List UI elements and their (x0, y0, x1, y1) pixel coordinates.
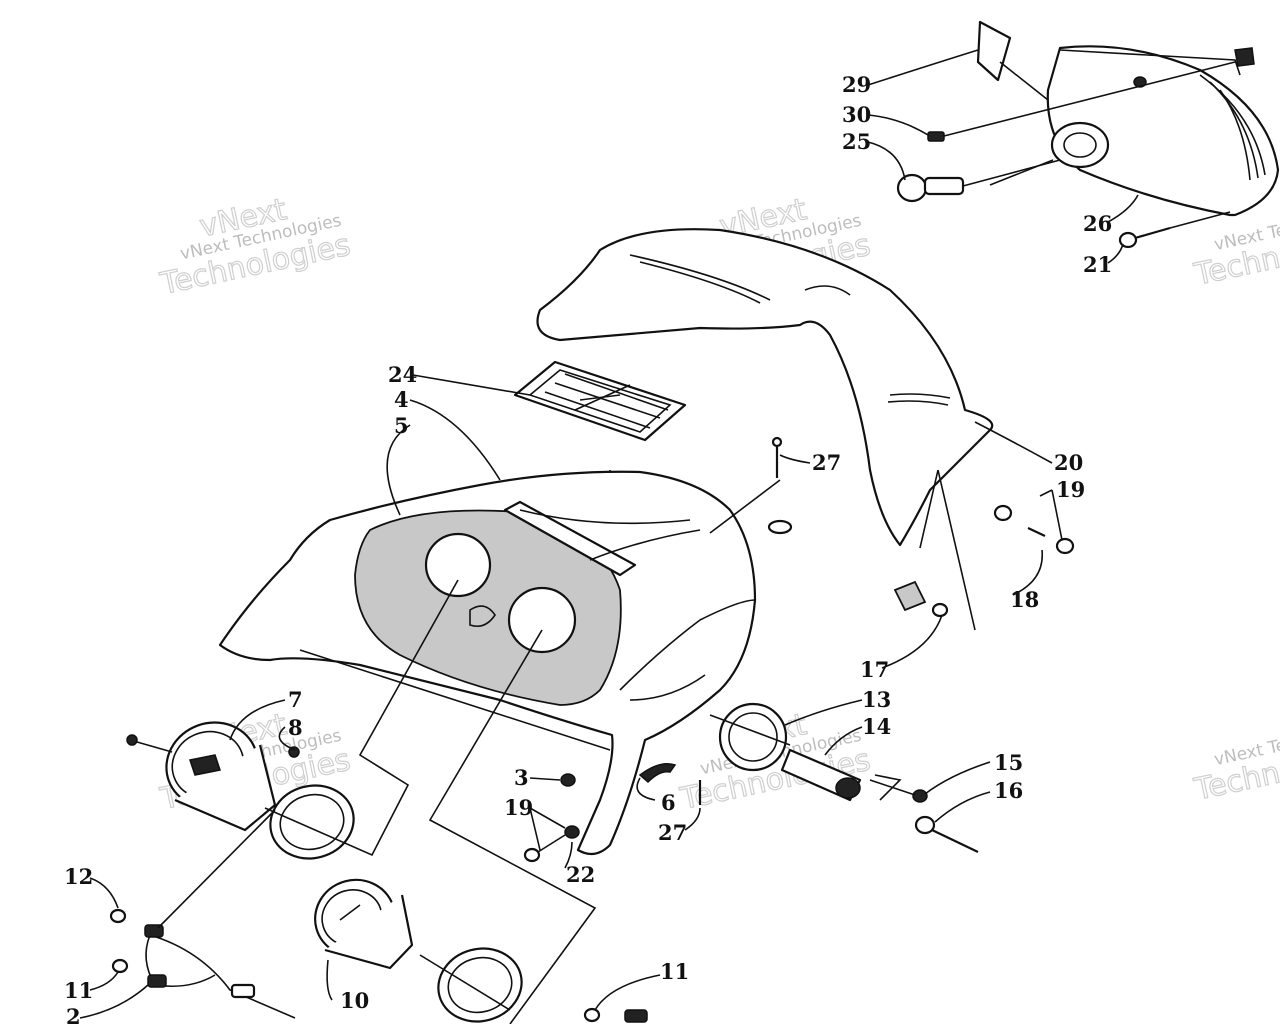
callout-19: 19 (1056, 477, 1085, 502)
callout-13: 13 (862, 687, 891, 712)
bracket-29 (976, 20, 1012, 82)
screw-30 (927, 61, 1236, 142)
callout-12: 12 (64, 864, 93, 889)
callout-26: 26 (1083, 211, 1112, 236)
callout-19-lower: 19 (504, 795, 533, 820)
grommet-6 (638, 763, 677, 784)
callout-15: 15 (994, 750, 1023, 775)
callout-4: 4 (394, 387, 409, 412)
bolt-21 (1118, 211, 1231, 249)
callout-24: 24 (388, 362, 417, 387)
dash-hood (218, 470, 757, 856)
gauge-7 (126, 721, 277, 832)
callout-21: 21 (1083, 252, 1112, 277)
windshield (536, 228, 994, 547)
callout-25: 25 (842, 129, 871, 154)
callout-6: 6 (661, 790, 676, 815)
hardware-27 (698, 436, 793, 805)
nut-15 (912, 789, 928, 803)
callout-14: 14 (862, 714, 891, 739)
clip-17 (893, 469, 976, 631)
callout-27-lower: 27 (658, 820, 687, 845)
callout-7: 7 (288, 687, 303, 712)
callout-11-right: 11 (660, 959, 689, 984)
callout-29: 29 (842, 72, 871, 97)
cable-16 (914, 815, 979, 853)
callout-17: 17 (860, 657, 889, 682)
callout-16: 16 (994, 778, 1023, 803)
leader-lines (79, 49, 1139, 1019)
callout-labels: 29 30 25 26 21 24 4 5 27 20 19 18 17 13 … (64, 72, 1112, 1024)
callout-2: 2 (66, 1004, 81, 1024)
callout-8: 8 (288, 715, 303, 740)
callout-3: 3 (514, 765, 529, 790)
callout-18: 18 (1010, 587, 1039, 612)
switch-14 (780, 748, 902, 802)
callout-30: 30 (842, 102, 871, 127)
bezel-8 (269, 746, 355, 860)
callout-5: 5 (394, 413, 409, 438)
wire-harness (109, 908, 648, 1023)
callout-27: 27 (812, 450, 841, 475)
screw-22 (523, 825, 580, 863)
nut-3 (560, 773, 576, 787)
headlight-assembly (1046, 45, 1280, 217)
callout-22: 22 (566, 862, 595, 887)
washer-19 (993, 504, 1075, 555)
callout-11: 11 (64, 978, 93, 1003)
callout-20: 20 (1054, 450, 1083, 475)
switch-ring-13 (718, 702, 788, 772)
gauge-10 (314, 878, 523, 1023)
exploded-guides (157, 61, 1054, 1024)
callout-10: 10 (340, 988, 369, 1013)
